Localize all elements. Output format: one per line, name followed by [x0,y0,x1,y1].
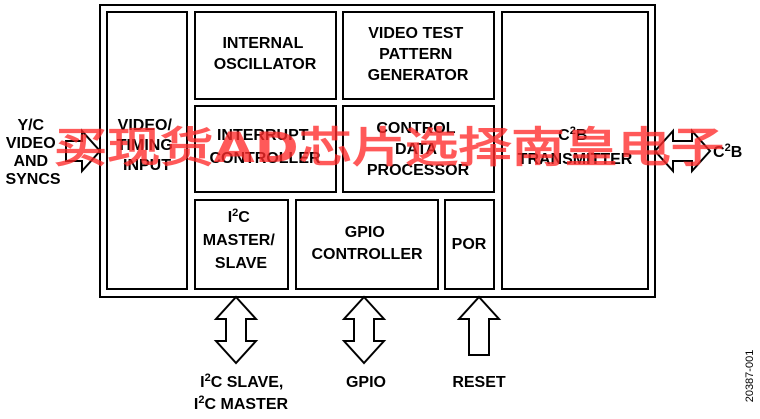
gpio-controller-label: GPIO CONTROLLER [311,224,423,263]
control-data-processor-line1: CONTROL [376,120,455,137]
yc-line1: Y/C [17,117,44,134]
yc-line3: AND [13,153,48,170]
gpio-pin-label: GPIO [346,374,386,391]
reset-pin-label: RESET [452,374,506,391]
video-test-pattern-line3: GENERATOR [368,67,469,84]
c2b-transmitter-line2: TRANSMITTER [518,151,633,168]
reset-arrow [456,295,502,356]
internal-oscillator-block [194,11,337,100]
gpio-controller-line1: GPIO [345,224,385,241]
video-input-arrow [65,128,102,174]
i2c-label-line2: I2C MASTER [194,394,289,413]
interrupt-controller-block [194,105,337,193]
video-test-pattern-block [342,11,495,100]
video-timing-line3: INPUT [123,157,171,174]
control-data-processor-line3: PROCESSOR [367,162,470,179]
video-timing-line2: TIMING [117,137,173,154]
video-test-pattern-line1: VIDEO TEST [368,25,463,42]
por-block [444,199,495,290]
figure-id: 20387-001 [744,350,756,403]
i2c-master-slave-block [194,199,289,290]
watermark-text: 买现货AD芯片选择南皇电子 [54,123,724,172]
c2b-transmitter-line1: C2B [558,125,587,144]
i2c-block-line3: SLAVE [215,255,267,272]
control-data-processor-block [342,105,495,193]
i2c-bidirectional-arrow [213,295,259,365]
video-timing-input-block [106,11,188,290]
c2b-output-label: C2B [713,142,742,161]
video-test-pattern-line2: PATTERN [379,46,452,63]
control-data-processor-label: CONTROL DATA PROCESSOR [367,120,470,179]
internal-oscillator-line1: INTERNAL [222,35,303,52]
interrupt-controller-line1: INTERRUPT [217,127,309,144]
video-test-pattern-label: VIDEO TEST PATTERN GENERATOR [368,25,469,84]
i2c-block-line1: I2C [228,207,251,226]
internal-oscillator-line2: OSCILLATOR [214,56,317,73]
i2c-block-line2: MASTER/ [203,232,276,249]
i2c-label-line1: I2C SLAVE, [200,372,283,391]
interrupt-controller-label: INTERRUPT CONTROLLER [209,127,321,167]
i2c-slave-master-label: I2C SLAVE, I2C MASTER [194,372,289,413]
por-label: POR [452,236,487,253]
control-data-processor-line2: DATA [395,141,438,158]
c2b-transmitter-label: C2B TRANSMITTER [518,125,633,168]
yc-line4: SYNCS [5,171,60,188]
yc-video-syncs-label: Y/C VIDEO AND SYNCS [5,117,60,188]
gpio-bidirectional-arrow [341,295,387,365]
yc-line2: VIDEO [6,135,56,152]
interrupt-controller-line2: CONTROLLER [209,150,321,167]
gpio-controller-line2: CONTROLLER [311,246,423,263]
internal-oscillator-label: INTERNAL OSCILLATOR [214,35,317,73]
c2b-transmitter-block [501,11,649,290]
video-timing-input-label: VIDEO/ TIMING INPUT [117,117,177,174]
video-timing-line1: VIDEO/ [118,117,173,134]
c2b-bidirectional-arrow [653,128,712,174]
gpio-controller-block [295,199,439,290]
i2c-master-slave-label: I2C MASTER/ SLAVE [203,207,279,272]
